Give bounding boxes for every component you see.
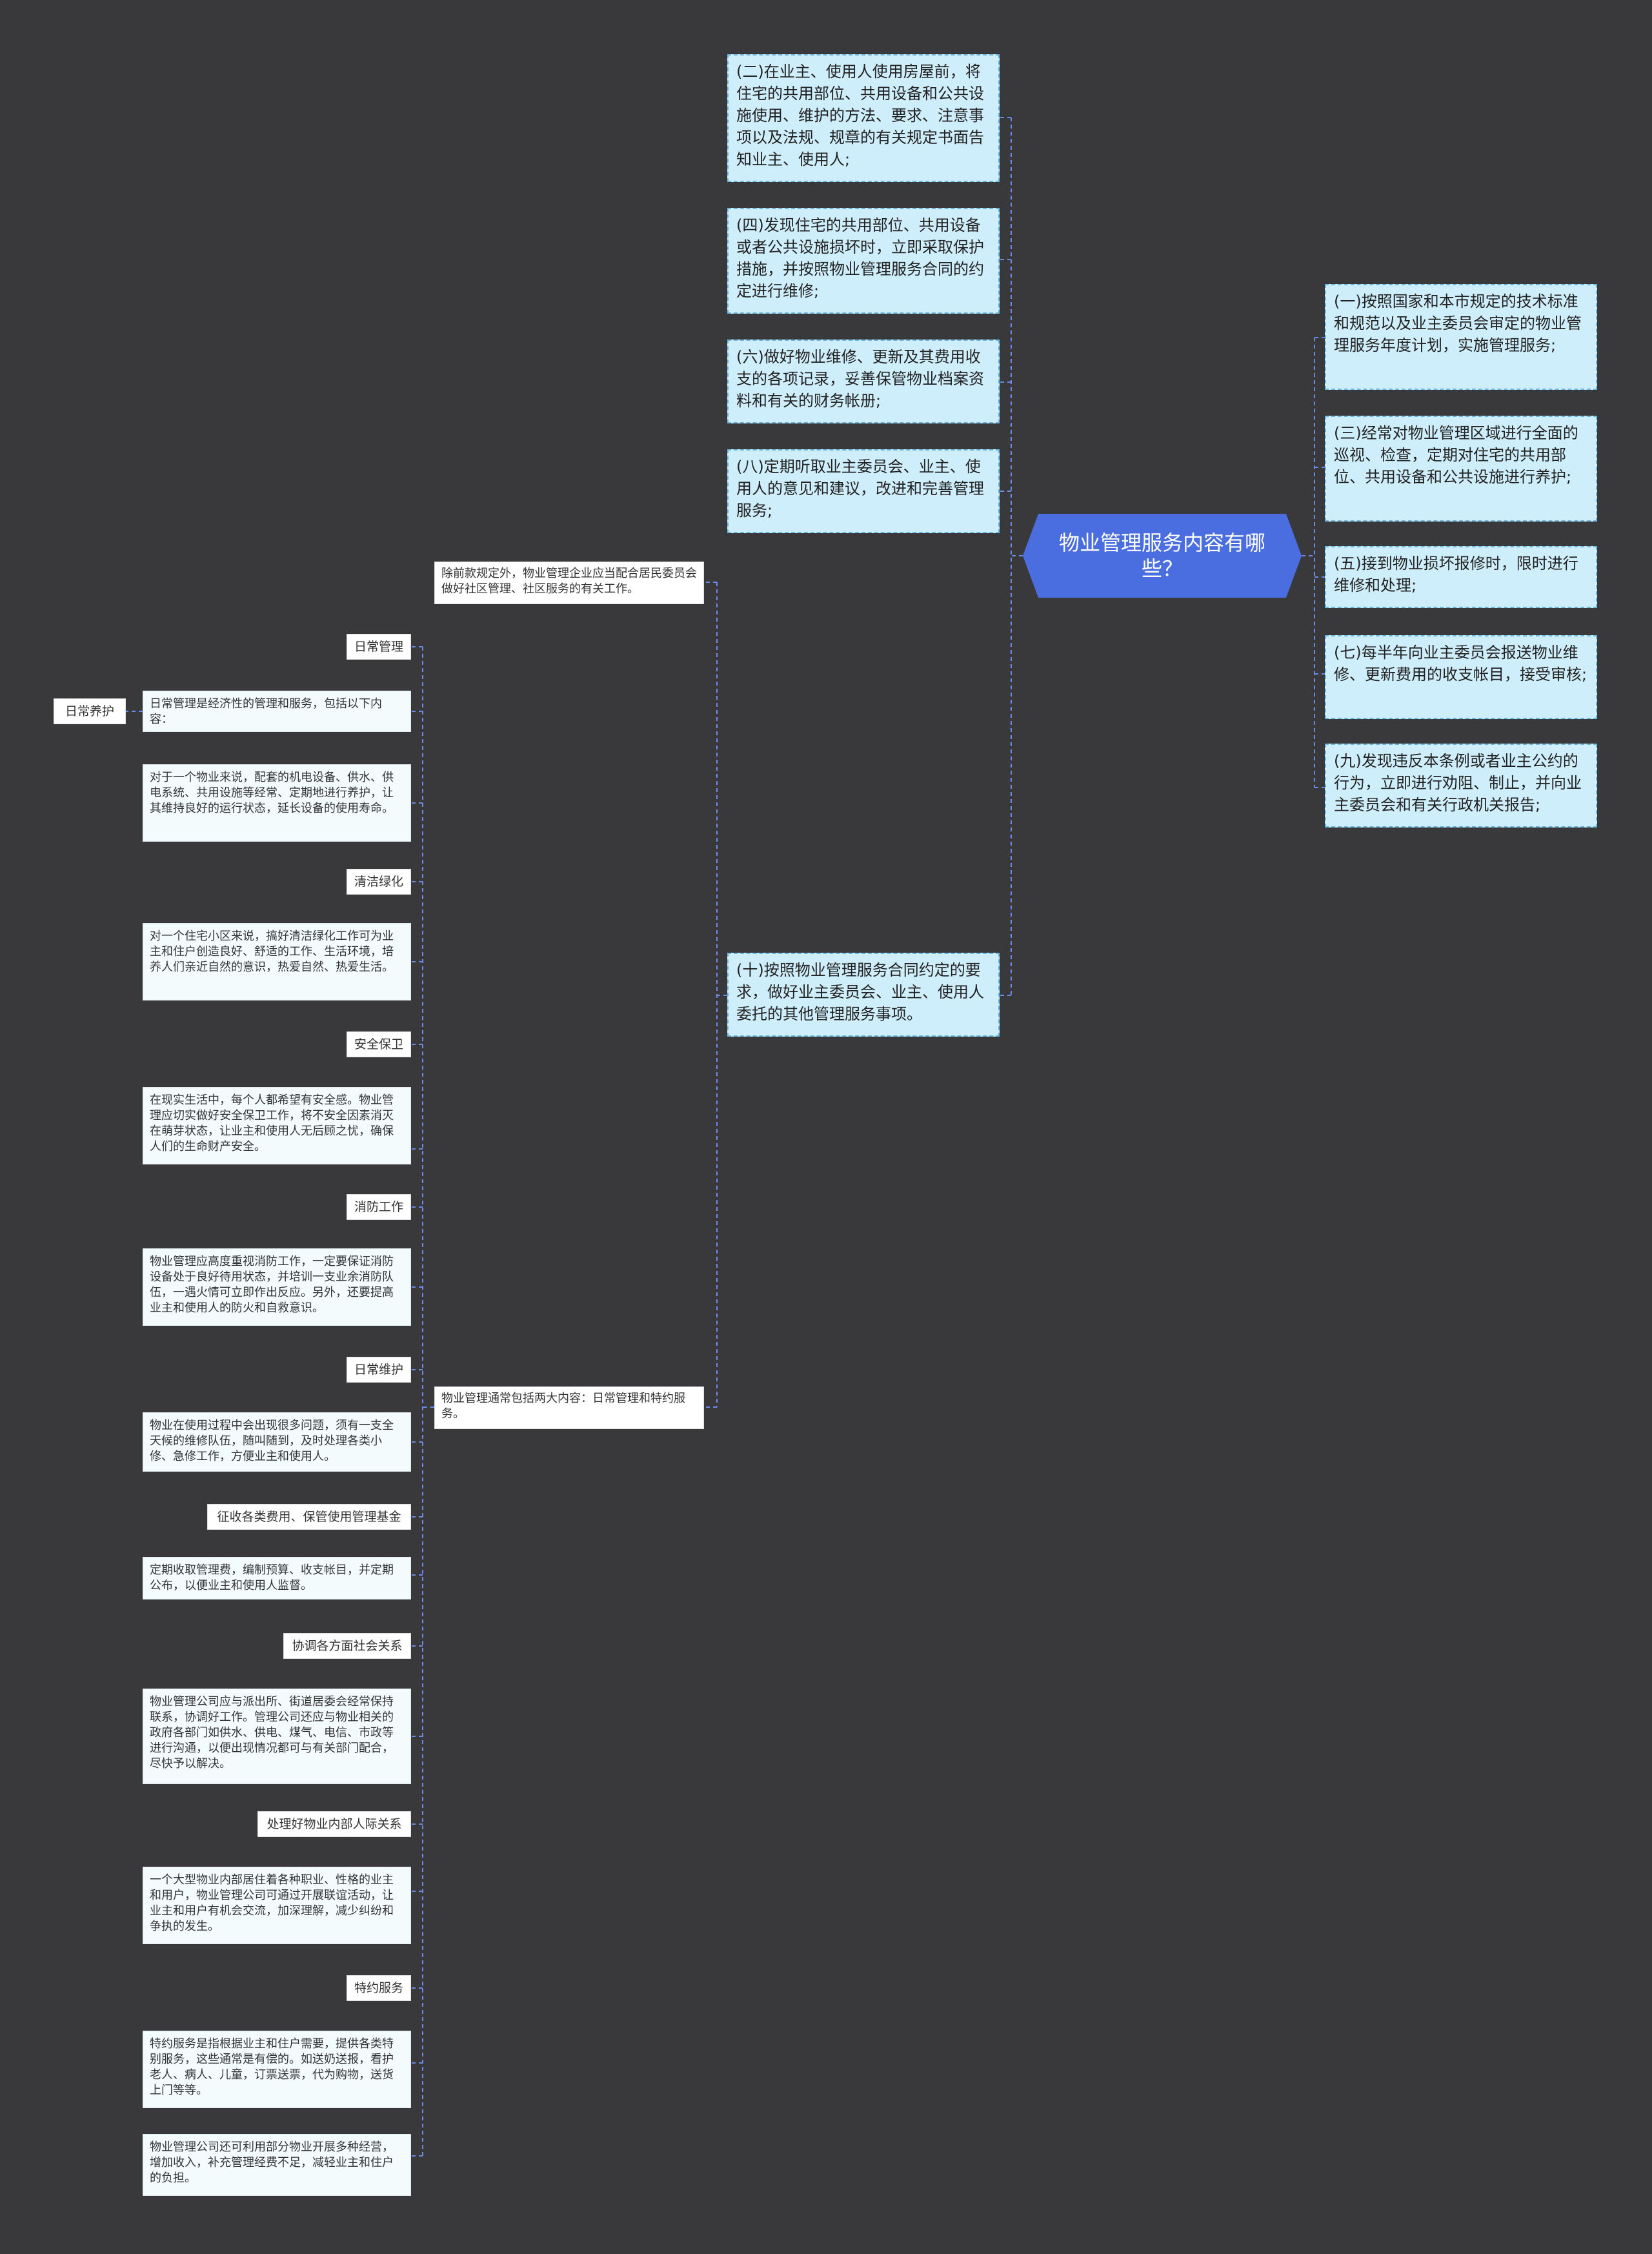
right-item-5[interactable]: (五)接到物业损坏报修时，限时进行维修和处理;: [1325, 546, 1597, 608]
fee-text[interactable]: 定期收取管理费，编制预算、收支帐目，并定期公布，以便业主和使用人监督。: [143, 1557, 411, 1599]
security-label[interactable]: 安全保卫: [347, 1031, 411, 1057]
cleaning-greening-text[interactable]: 对一个住宅小区来说，搞好清洁绿化工作可为业主和住户创造良好、舒适的工作、生活环境…: [143, 923, 411, 1000]
social-relations-label[interactable]: 协调各方面社会关系: [283, 1633, 411, 1659]
equipment-maintenance-text[interactable]: 对于一个物业来说，配套的机电设备、供水、供电系统、共用设施等经常、定期地进行养护…: [143, 764, 411, 842]
security-text[interactable]: 在现实生活中，每个人都希望有安全感。物业管理应切实做好安全保卫工作，将不安全因素…: [143, 1087, 411, 1164]
repair-text[interactable]: 物业在使用过程中会出现很多问题，须有一支全天候的维修队伍，随叫随到，及时处理各类…: [143, 1412, 411, 1472]
internal-relations-label[interactable]: 处理好物业内部人际关系: [257, 1811, 411, 1837]
two-contents-node[interactable]: 物业管理通常包括两大内容：日常管理和特约服务。: [434, 1386, 704, 1429]
diversified-business-text[interactable]: 物业管理公司还可利用部分物业开展多种经营，增加收入，补充管理经费不足，减轻业主和…: [143, 2134, 411, 2196]
right-item-3[interactable]: (三)经常对物业管理区域进行全面的巡视、检查，定期对住宅的共用部位、共用设备和公…: [1325, 416, 1597, 522]
daily-management-text[interactable]: 日常管理是经济性的管理和服务，包括以下内容：: [143, 691, 411, 732]
social-relations-text[interactable]: 物业管理公司应与派出所、街道居委会经常保持联系，协调好工作。管理公司还应与物业相…: [143, 1689, 411, 1784]
fire-label[interactable]: 消防工作: [347, 1194, 411, 1220]
daily-maintenance-outer-label[interactable]: 日常养护: [54, 698, 126, 724]
right-item-7[interactable]: (七)每半年向业主委员会报送物业维修、更新费用的收支帐目，接受审核;: [1325, 635, 1597, 719]
right-item-9[interactable]: (九)发现违反本条例或者业主公约的行为，立即进行劝阻、制止，并向业主委员会和有关…: [1325, 744, 1597, 827]
fee-label[interactable]: 征收各类费用、保管使用管理基金: [207, 1504, 411, 1530]
root-topic[interactable]: 物业管理服务内容有哪些？: [1023, 514, 1302, 598]
fire-text[interactable]: 物业管理应高度重视消防工作，一定要保证消防设备处于良好待用状态，并培训一支业余消…: [143, 1248, 411, 1326]
left-item-4[interactable]: (四)发现住宅的共用部位、共用设备或者公共设施损坏时，立即采取保护措施，并按照物…: [727, 208, 1000, 314]
left-item-10[interactable]: (十)按照物业管理服务合同约定的要求，做好业主委员会、业主、使用人委托的其他管理…: [727, 953, 1000, 1037]
left-item-8[interactable]: (八)定期听取业主委员会、业主、使用人的意见和建议，改进和完善管理服务;: [727, 449, 1000, 533]
special-service-label[interactable]: 特约服务: [347, 1975, 411, 2001]
right-item-1[interactable]: (一)按照国家和本市规定的技术标准和规范以及业主委员会审定的物业管理服务年度计划…: [1325, 284, 1597, 390]
daily-management-label[interactable]: 日常管理: [347, 634, 411, 660]
left-item-2[interactable]: (二)在业主、使用人使用房屋前，将住宅的共用部位、共用设备和公共设施使用、维护的…: [727, 54, 1000, 182]
internal-relations-text[interactable]: 一个大型物业内部居住着各种职业、性格的业主和用户，物业管理公司可通过开展联谊活动…: [143, 1867, 411, 1944]
community-service-node[interactable]: 除前款规定外，物业管理企业应当配合居民委员会做好社区管理、社区服务的有关工作。: [434, 562, 704, 604]
cleaning-greening-label[interactable]: 清洁绿化: [347, 869, 411, 895]
repair-label[interactable]: 日常维护: [347, 1357, 411, 1383]
special-service-text[interactable]: 特约服务是指根据业主和住户需要，提供各类特别服务，这些通常是有偿的。如送奶送报，…: [143, 2031, 411, 2108]
left-item-6[interactable]: (六)做好物业维修、更新及其费用收支的各项记录，妥善保管物业档案资料和有关的财务…: [727, 340, 1000, 423]
